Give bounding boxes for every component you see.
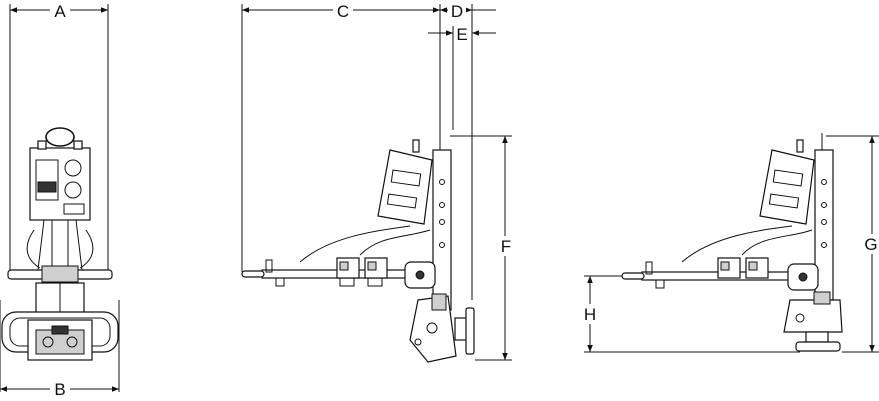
lowered-view xyxy=(584,133,879,353)
dimension-b-label: B xyxy=(54,380,65,399)
dimension-h: H xyxy=(580,276,600,352)
dimension-g-label: G xyxy=(864,235,877,254)
dimension-a-label: A xyxy=(54,2,66,21)
front-view xyxy=(0,4,120,392)
dimension-f-label: F xyxy=(501,237,511,256)
side-view xyxy=(241,4,512,363)
dimension-f: F xyxy=(497,136,515,360)
dimension-d: D xyxy=(440,1,496,21)
dimension-b: B xyxy=(0,380,119,399)
dimension-a: A xyxy=(10,1,108,21)
dimension-h-label: H xyxy=(584,305,596,324)
dimension-g: G xyxy=(862,136,879,352)
dimension-d-label: D xyxy=(451,2,463,21)
dimension-e-label: E xyxy=(456,25,467,44)
dimension-c-label: C xyxy=(337,2,349,21)
dimension-c: C xyxy=(242,1,440,21)
dimension-e: E xyxy=(428,24,496,44)
